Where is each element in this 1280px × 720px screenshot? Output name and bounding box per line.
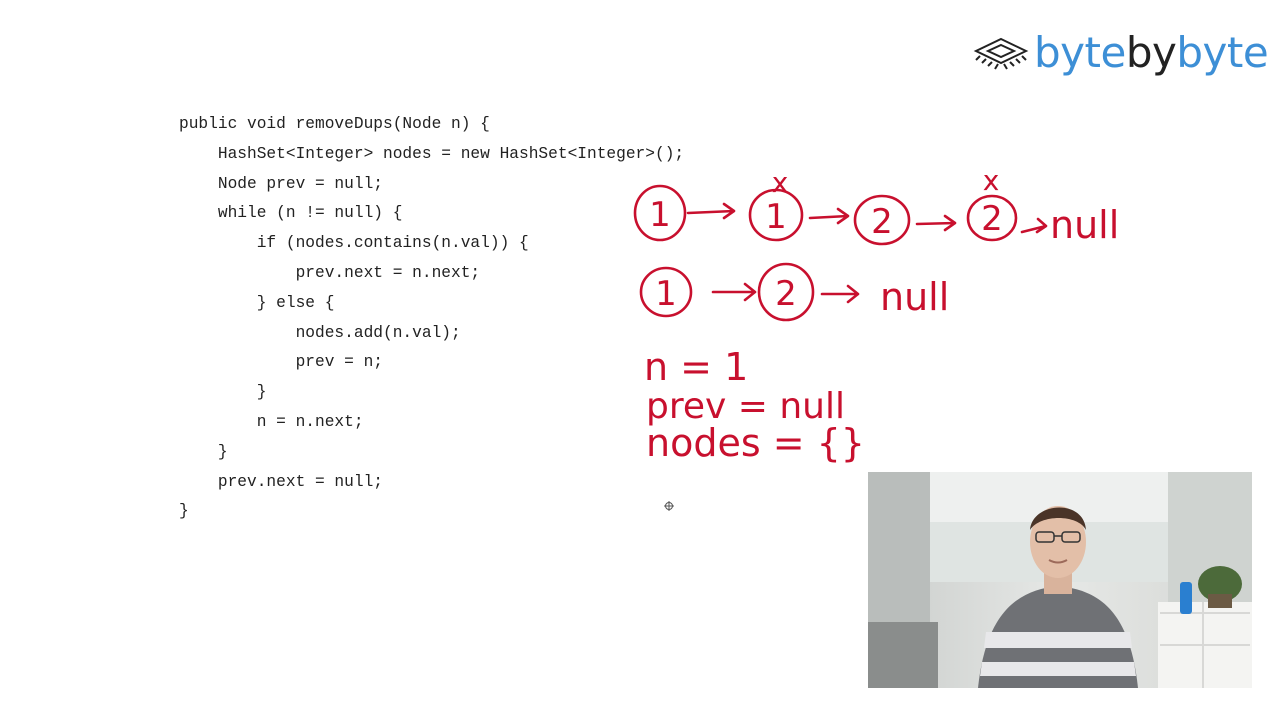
list2-node-value: 1 <box>655 274 677 314</box>
code-block: public void removeDups(Node n) { HashSet… <box>179 110 684 527</box>
brand-part-byte: byte <box>1034 28 1126 77</box>
code-line: public void removeDups(Node n) { <box>179 115 490 133</box>
code-line: while (n != null) { <box>179 204 403 223</box>
list2-node-circle <box>757 262 815 322</box>
list1-removed-mark: x <box>983 164 1000 197</box>
code-line: } <box>179 502 189 521</box>
crosshair-cursor-icon <box>664 501 674 511</box>
code-line: prev = n; <box>179 353 383 372</box>
list1-node-circle <box>748 188 804 242</box>
list1-removed-mark: x <box>772 166 789 199</box>
list1-node-circle <box>966 194 1018 242</box>
list1-arrow <box>1020 217 1048 234</box>
list1-arrow <box>808 207 850 225</box>
list1-node-circle <box>633 184 687 242</box>
code-line: HashSet<Integer> nodes = new HashSet<Int… <box>179 144 685 163</box>
list1-node-value: 2 <box>871 202 893 242</box>
variable-prev: prev = null <box>646 386 845 427</box>
list2-end: null <box>880 275 949 319</box>
code-line: n = n.next; <box>179 412 364 431</box>
webcam-feed <box>868 472 1252 688</box>
list1-node-value: 1 <box>649 195 671 235</box>
variable-nodes: nodes = {} <box>646 421 865 465</box>
brand-logo: bytebybyte <box>972 28 1269 78</box>
code-line: } <box>179 383 267 402</box>
code-line: nodes.add(n.val); <box>179 323 461 342</box>
brand-part-by: by <box>1125 28 1177 77</box>
microchip-icon <box>973 37 1029 70</box>
code-line: } <box>179 442 228 461</box>
list1-node-circle <box>853 194 911 246</box>
list1-node-value: 2 <box>981 199 1003 239</box>
brand-part-byte-2: byte <box>1176 28 1269 77</box>
list2-node-value: 2 <box>775 274 797 314</box>
code-line: prev.next = null; <box>179 472 383 491</box>
code-line: prev.next = n.next; <box>179 263 481 282</box>
presenter-webcam <box>868 472 1252 688</box>
code-line: if (nodes.contains(n.val)) { <box>179 234 529 253</box>
list2-node-circle <box>639 266 693 318</box>
list1-node-value: 1 <box>765 197 787 237</box>
variable-n: n = 1 <box>644 345 748 389</box>
list2-arrow <box>820 284 860 304</box>
code-line: } else { <box>179 293 335 312</box>
list1-end: null <box>1050 203 1119 247</box>
list2-arrow <box>711 282 757 302</box>
code-line: Node prev = null; <box>179 174 383 193</box>
list1-arrow <box>915 214 957 232</box>
brand-name: bytebybyte <box>1034 32 1269 74</box>
list1-arrow <box>686 202 736 220</box>
